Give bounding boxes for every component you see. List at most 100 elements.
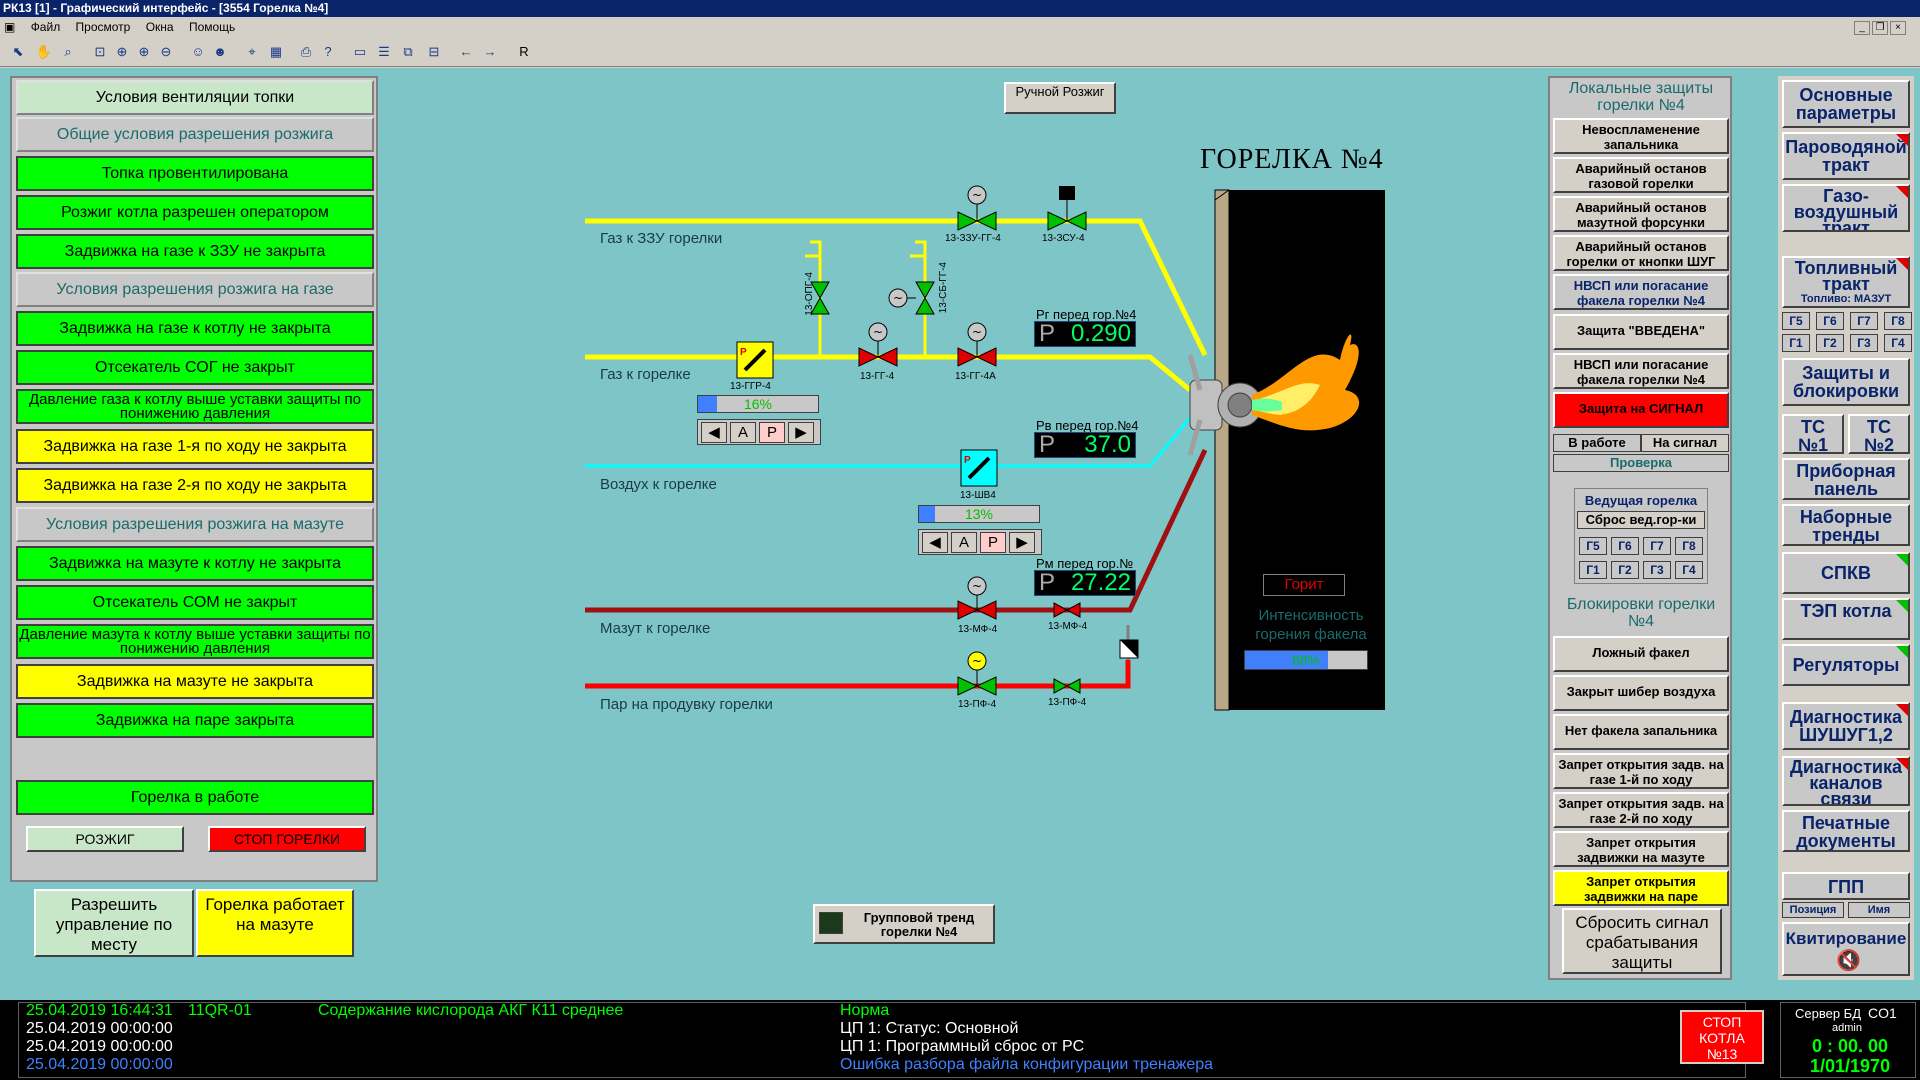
burner-btn-Г2[interactable]: Г2 [1816,334,1844,352]
blocking-2[interactable]: Закрыт шибер воздуха [1553,675,1729,711]
close-icon[interactable]: × [1890,21,1906,35]
air-increase-button[interactable]: ▶ [1009,532,1035,553]
app-menu-icon[interactable]: ▣ [4,20,16,34]
blocking-4[interactable]: Запрет открытия задв. на газе 1-й по ход… [1553,753,1729,789]
allow-local-control-button[interactable]: Разрешить управление по месту [34,889,194,957]
menu-file[interactable]: Файл [30,20,61,34]
blocking-1[interactable]: Ложный факел [1553,636,1729,672]
nav-gpp[interactable]: ГПП [1782,872,1910,900]
protection-6[interactable]: Защита "ВВЕДЕНА" [1553,314,1729,350]
burner-btn-Г8[interactable]: Г8 [1884,312,1912,330]
users2-icon[interactable]: ☻ [213,44,227,59]
burner-btn-Г6[interactable]: Г6 [1816,312,1844,330]
hand-icon[interactable]: ✋ [35,44,53,59]
air-decrease-button[interactable]: ◀ [922,532,948,553]
nav-trends[interactable]: Наборные тренды [1782,504,1910,546]
valve-label-gga: 13-ГГ-4А [955,371,996,382]
protection-5[interactable]: НВСП или погасание факела горелки №4 [1553,274,1729,310]
blocking-7[interactable]: Запрет открытия задвижки на паре [1553,870,1729,906]
print-icon[interactable]: ⎙ [300,44,312,59]
binoculars-icon[interactable]: ⌖ [248,44,256,59]
help-icon[interactable]: ? [324,44,332,59]
leading-reset-button[interactable]: Сброс вед.гор-ки [1577,511,1705,529]
tab-in-work[interactable]: В работе [1553,434,1641,452]
ignition-button[interactable]: РОЗЖИГ [26,826,184,852]
group-trend-button[interactable]: Групповой тренд горелки №4 [813,904,995,944]
r-button[interactable]: R [519,44,529,59]
burner-btn-Г5[interactable]: Г5 [1782,312,1810,330]
magnifier-icon[interactable]: ⌕ [64,44,72,59]
gas-increase-button[interactable]: ▶ [788,422,814,443]
blocking-5[interactable]: Запрет открытия задв. на газе 2-й по ход… [1553,792,1729,828]
zoom-fit-icon[interactable]: ⊕ [116,44,128,59]
burner-btn-Г7[interactable]: Г7 [1643,537,1671,555]
zoom-out-icon[interactable]: ⊖ [160,44,172,59]
layout4-icon[interactable]: ⊟ [428,44,440,59]
svg-text:~: ~ [873,325,883,339]
nav-instrument-panel[interactable]: Приборная панель [1782,458,1910,500]
menu-windows[interactable]: Окна [145,20,174,34]
menu-help[interactable]: Помощь [188,20,236,34]
reset-protection-button[interactable]: Сбросить сигнал срабатывания защиты [1562,908,1722,974]
name-button[interactable]: Имя [1848,902,1910,918]
protection-4[interactable]: Аварийный останов горелки от кнопки ШУГ [1553,235,1729,271]
nav-steam-water[interactable]: Пароводяной тракт [1782,132,1910,180]
nav-acknowledge[interactable]: Квитирование 🔇 [1782,922,1910,976]
pointer-icon[interactable]: ⬉ [12,44,24,59]
nav-print-docs[interactable]: Печатные документы [1782,810,1910,852]
burner-btn-Г3[interactable]: Г3 [1643,561,1671,579]
back-icon[interactable]: ← [459,44,473,59]
protection-7[interactable]: НВСП или погасание факела горелки №4 [1553,353,1729,389]
restore-icon[interactable]: ❐ [1872,21,1888,35]
burner-btn-Г3[interactable]: Г3 [1850,334,1878,352]
protection-1[interactable]: Невоспламенение запальника [1553,118,1729,154]
layout3-icon[interactable]: ⧉ [403,44,413,59]
zoom-in-icon[interactable]: ⊕ [138,44,150,59]
nav-diagnostics-shug[interactable]: Диагностика ШУШУГ1,2 [1782,702,1910,750]
burner-btn-Г8[interactable]: Г8 [1675,537,1703,555]
layout2-icon[interactable]: ☰ [378,44,390,59]
leading-burner-title: Ведущая горелка [1584,493,1698,508]
users-icon[interactable]: ☺ [191,44,205,59]
gas-auto-button[interactable]: А [730,422,756,443]
burner-btn-Г2[interactable]: Г2 [1611,561,1639,579]
forward-icon[interactable]: → [483,44,497,59]
nav-diagnostics-channels[interactable]: Диагностика каналов связи [1782,756,1910,806]
zoom-1-1-icon[interactable]: ⊡ [94,44,106,59]
burner-btn-Г5[interactable]: Г5 [1579,537,1607,555]
stop-boiler-button[interactable]: СТОП КОТЛА №13 [1680,1010,1764,1064]
gas-manual-button[interactable]: Р [759,422,785,443]
nav-spkv[interactable]: СПКВ [1782,552,1910,594]
air-manual-button[interactable]: Р [980,532,1006,553]
table-icon[interactable]: ▦ [269,44,283,59]
nav-ts2[interactable]: ТС №2 [1848,414,1910,454]
minimize-icon[interactable]: _ [1854,21,1870,35]
burner-btn-Г7[interactable]: Г7 [1850,312,1878,330]
protection-8[interactable]: Защита на СИГНАЛ [1553,392,1729,428]
menu-view[interactable]: Просмотр [75,20,131,34]
nav-protections[interactable]: Защиты и блокировки [1782,358,1910,406]
burner-btn-Г1[interactable]: Г1 [1579,561,1607,579]
burner-btn-Г1[interactable]: Г1 [1782,334,1810,352]
layout1-icon[interactable]: ▭ [353,44,367,59]
nav-regulators[interactable]: Регуляторы [1782,644,1910,686]
protection-3[interactable]: Аварийный останов мазутной форсунки [1553,196,1729,232]
nav-ts1[interactable]: ТС №1 [1782,414,1844,454]
blocking-6[interactable]: Запрет открытия задвижки на мазуте [1553,831,1729,867]
tab-on-signal[interactable]: На сигнал [1641,434,1729,452]
stop-burner-button[interactable]: СТОП ГОРЕЛКИ [208,826,366,852]
air-auto-button[interactable]: А [951,532,977,553]
protection-2[interactable]: Аварийный останов газовой горелки [1553,157,1729,193]
burner-btn-Г6[interactable]: Г6 [1611,537,1639,555]
check-button[interactable]: Проверка [1553,454,1729,472]
nav-main-params[interactable]: Основные параметры [1782,80,1910,128]
manual-ignition-button[interactable]: Ручной Розжиг [1004,82,1116,114]
burner-btn-Г4[interactable]: Г4 [1884,334,1912,352]
nav-tep[interactable]: ТЭП котла [1782,598,1910,640]
gas-decrease-button[interactable]: ◀ [701,422,727,443]
blocking-3[interactable]: Нет факела запальника [1553,714,1729,750]
burner-btn-Г4[interactable]: Г4 [1675,561,1703,579]
nav-gas-air[interactable]: Газо-воздушный тракт [1782,184,1910,232]
position-button[interactable]: Позиция [1782,902,1844,918]
